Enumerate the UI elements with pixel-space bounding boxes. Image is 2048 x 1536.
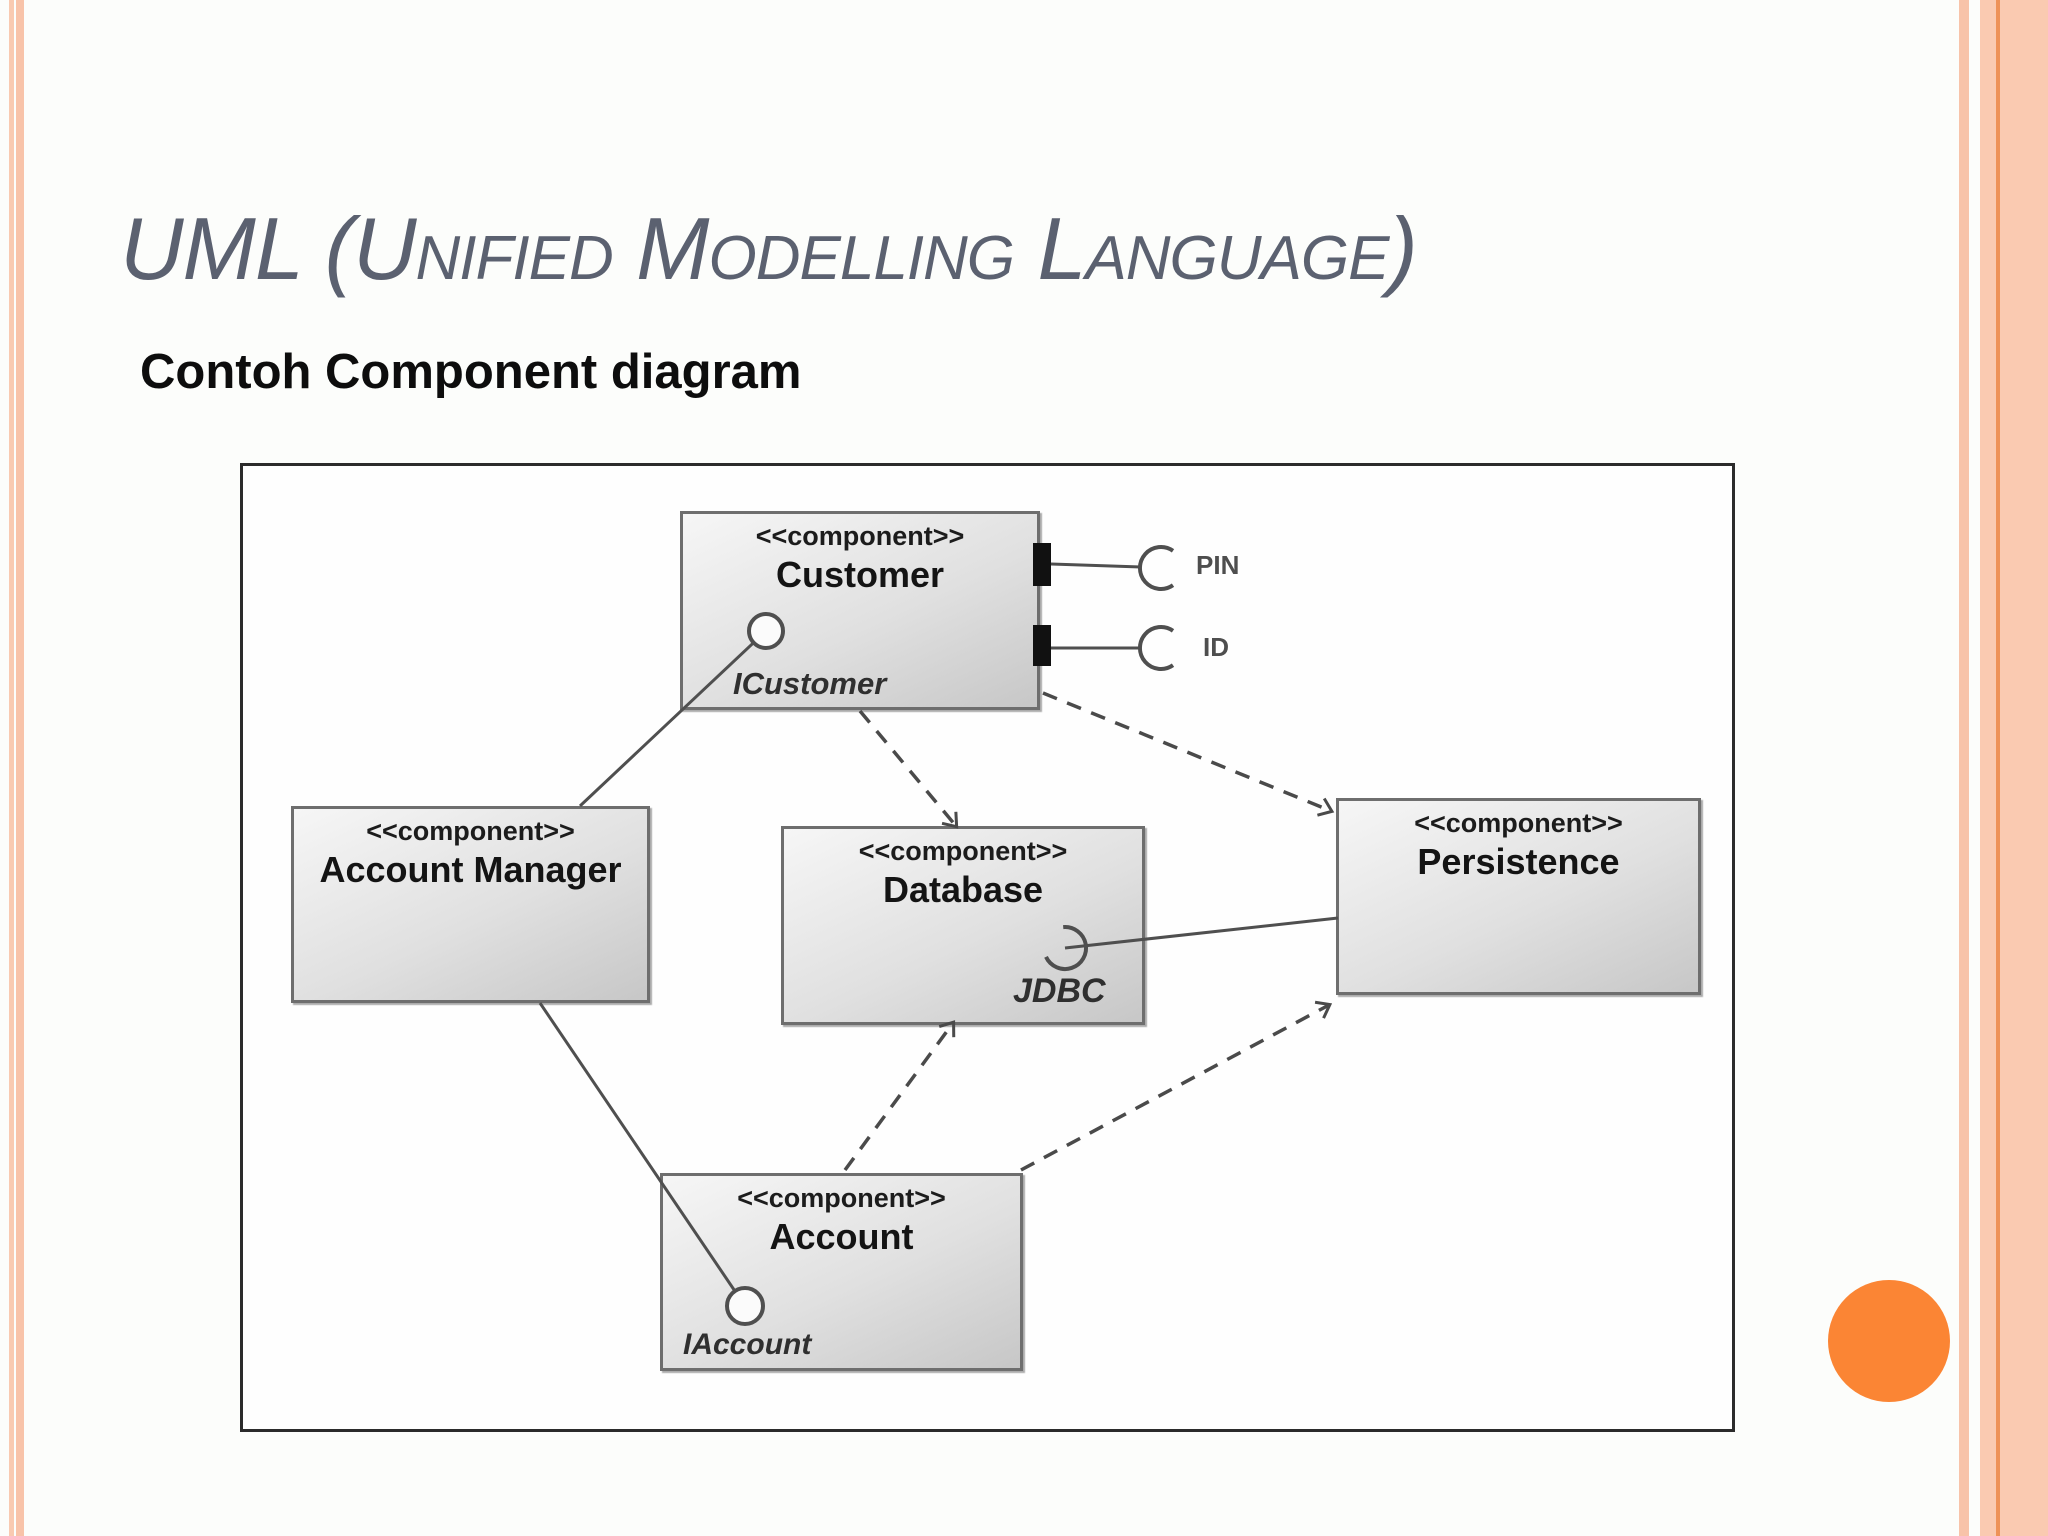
required-interface-socket-pin — [1137, 545, 1175, 591]
required-interface-socket-id — [1137, 625, 1175, 671]
decorative-circle — [1828, 1280, 1950, 1402]
provided-interface-ball-icustomer — [747, 612, 785, 650]
link-jdbc-to-persistence — [1064, 916, 1339, 950]
port-pin-wire — [1050, 562, 1142, 569]
component-diagram-frame: <<component>> Customer <<component>> Acc… — [240, 463, 1735, 1432]
stereotype-label: <<component>> — [1414, 808, 1623, 838]
required-interface-label-id: ID — [1203, 632, 1229, 662]
stereotype-label: <<component>> — [366, 816, 575, 846]
component-account-manager: <<component>> Account Manager — [291, 806, 650, 1003]
link-icustomer-to-account-manager — [578, 629, 768, 808]
dependency-customer-to-persistence — [1042, 691, 1335, 817]
stereotype-label: <<component>> — [858, 836, 1068, 866]
right-border-accent-line — [1996, 0, 2000, 1536]
stereotype-label: <<component>> — [755, 521, 965, 551]
component-name: Account — [769, 1216, 914, 1257]
page-subtitle: Contoh Component diagram — [140, 345, 802, 399]
dependency-account-to-database — [843, 1020, 956, 1172]
required-interface-label-jdbc: JDBC — [1013, 972, 1106, 1010]
provided-interface-label-icustomer: ICustomer — [733, 666, 887, 701]
right-border-stripe-thin — [1959, 0, 1969, 1536]
page-title-prefix: UML — [120, 199, 325, 298]
port-id — [1033, 625, 1051, 666]
connector-lines — [538, 543, 1339, 1326]
component-persistence: <<component>> Persistence — [1336, 798, 1701, 995]
page-title-emphasis: (Unified Modelling Language) — [324, 199, 1418, 298]
component-name: Persistence — [1417, 841, 1620, 882]
required-interface-socket-jdbc — [1044, 925, 1089, 972]
component-customer: <<component>> Customer — [680, 511, 1040, 710]
left-border-stripe-thick — [16, 0, 24, 1536]
link-account-manager-to-iaccount — [538, 1002, 747, 1307]
stereotype-label: <<component>> — [737, 1183, 946, 1213]
component-name: Account Manager — [319, 849, 622, 890]
required-interface-label-pin: PIN — [1196, 550, 1240, 580]
component-name: Customer — [775, 554, 945, 595]
dependency-account-to-persistence — [1020, 1000, 1333, 1172]
left-border-stripe-thin — [9, 0, 14, 1536]
component-name: Database — [882, 869, 1044, 910]
page-title: UML (Unified Modelling Language) — [120, 198, 1418, 300]
dependency-customer-to-database — [858, 709, 959, 829]
provided-interface-label-iaccount: IAccount — [683, 1328, 812, 1361]
right-border-band — [1980, 0, 2048, 1536]
port-pin — [1033, 543, 1051, 586]
provided-interface-ball-iaccount — [725, 1286, 765, 1326]
component-database: <<component>> Database — [781, 826, 1145, 1025]
